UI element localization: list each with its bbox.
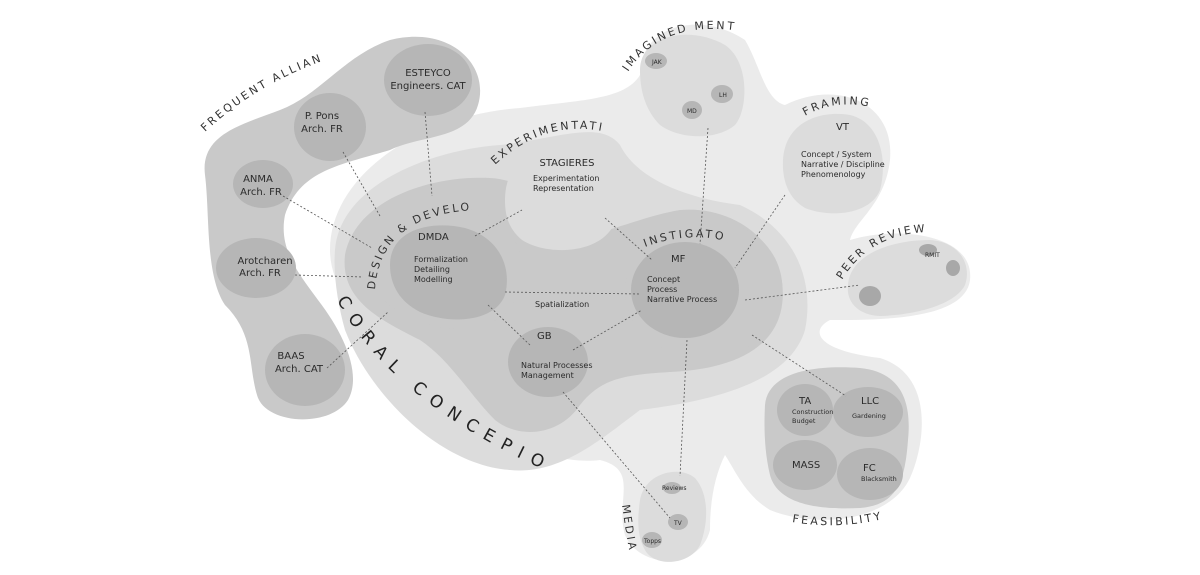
gb-l1: Natural Processes	[521, 361, 593, 370]
stagieres-l2: Representation	[533, 184, 594, 193]
baas-sub: Arch. CAT	[275, 364, 324, 375]
arotcharen-sub: Arch. FR	[239, 268, 281, 279]
stagieres-node	[513, 155, 617, 245]
jak-label: JAK	[651, 59, 663, 66]
mf-l1: Concept	[647, 275, 680, 284]
framing-blob	[782, 113, 883, 214]
dmda-l3: Modelling	[414, 275, 453, 284]
md-node	[682, 101, 702, 119]
reviews-node	[663, 482, 681, 494]
fc-node	[837, 448, 903, 500]
llc-name: LLC	[861, 396, 879, 407]
vt-l3: Phenomenology	[801, 170, 866, 179]
tv-node	[668, 514, 688, 530]
lh-node	[711, 85, 733, 103]
dmda-l1: Formalization	[414, 255, 468, 264]
ppons-name: P. Pons	[305, 111, 339, 122]
vt-name: VT	[836, 122, 850, 133]
rmit-label: RMIT	[925, 252, 940, 259]
jak-node	[645, 53, 667, 69]
tv-label: TV	[673, 520, 683, 527]
stagieres-name: STAGIERES	[540, 158, 595, 169]
dmda-node	[390, 225, 507, 320]
esteyco-name: ESTEYCO	[405, 68, 451, 79]
gb-name: GB	[537, 331, 552, 342]
topps-node	[642, 532, 662, 548]
gb-l2: Management	[521, 371, 574, 380]
anma-node	[233, 160, 293, 208]
gb-node	[508, 327, 588, 397]
ta-l1: Construction	[792, 408, 833, 416]
vt-l1: Concept / System	[801, 150, 872, 159]
ta-l2: Budget	[792, 417, 816, 425]
baas-node	[265, 334, 345, 406]
frequent-alliances-blob	[204, 36, 481, 420]
arotcharen-name: Arotcharen	[237, 256, 292, 267]
fc-l1: Blacksmith	[861, 475, 897, 483]
fc-name: FC	[863, 463, 876, 474]
dmda-l2: Detailing	[414, 265, 450, 274]
llc-l1: Gardening	[852, 412, 886, 420]
esteyco-node	[384, 44, 472, 116]
peer-node-right	[946, 260, 960, 276]
mf-node	[631, 242, 739, 338]
topps-label: Topps	[643, 538, 661, 545]
md-label: MD	[687, 108, 697, 115]
baas-name: BAAS	[277, 351, 304, 362]
rmit-node	[919, 244, 937, 256]
lh-label: LH	[719, 92, 727, 99]
dmda-name: DMDA	[418, 232, 449, 243]
esteyco-sub: Engineers. CAT	[390, 81, 466, 92]
llc-node	[833, 387, 903, 437]
link-lines	[282, 111, 861, 519]
reviews-label: Reviews	[662, 485, 687, 492]
mass-name: MASS	[792, 460, 820, 471]
spatialization-label: Spatialization	[535, 300, 589, 309]
ppons-sub: Arch. FR	[301, 124, 343, 135]
stagieres-l1: Experimentation	[533, 174, 599, 183]
mf-l2: Process	[647, 285, 677, 294]
ta-node	[777, 384, 833, 436]
mf-l3: Narrative Process	[647, 295, 717, 304]
ppons-node	[294, 93, 366, 161]
ta-name: TA	[798, 396, 811, 407]
vt-l2: Narrative / Discipline	[801, 160, 885, 169]
mass-node	[773, 440, 837, 490]
arotcharen-node	[216, 238, 296, 298]
mf-name: MF	[671, 254, 686, 265]
peer-node-left	[859, 286, 881, 306]
anma-sub: Arch. FR	[240, 187, 282, 198]
anma-name: ANMA	[243, 174, 273, 185]
